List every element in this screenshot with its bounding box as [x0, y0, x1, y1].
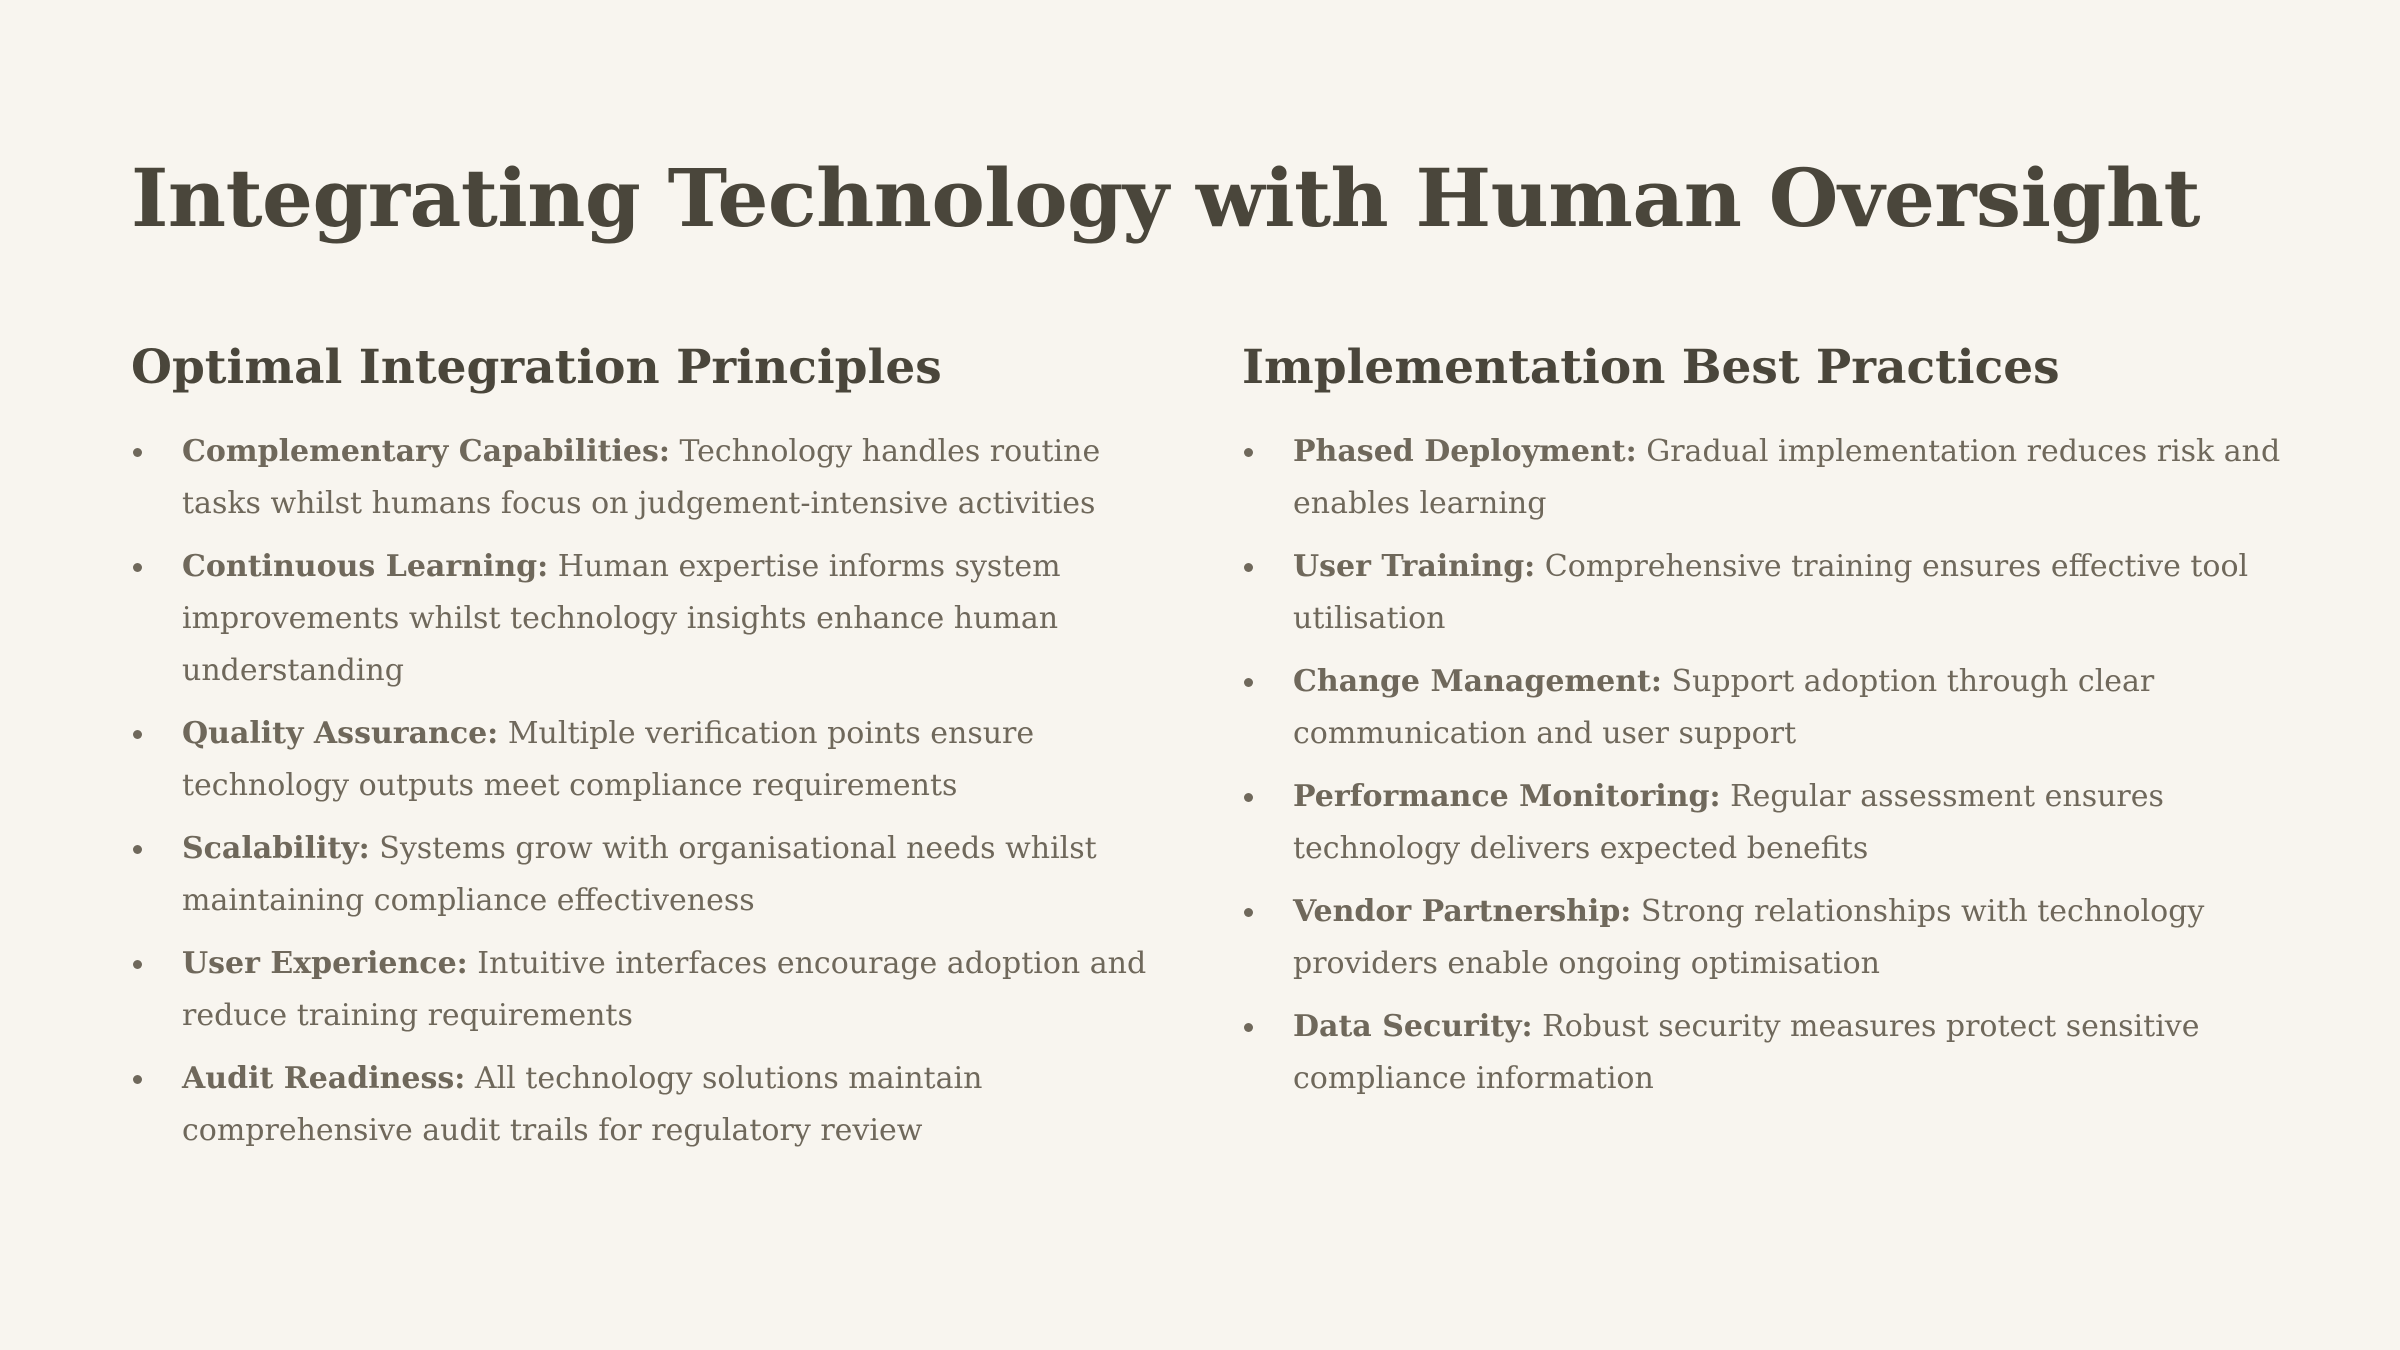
item-term: Continuous Learning: [182, 549, 549, 585]
list-item: Vendor Partnership: Strong relationships… [1242, 886, 2282, 990]
item-text: Technology handles routine tasks whilst … [182, 434, 1101, 522]
list-item: Performance Monitoring: Regular assessme… [1242, 771, 2282, 875]
list-item: Continuous Learning: Human expertise inf… [131, 541, 1171, 697]
item-term: Quality Assurance: [182, 716, 499, 752]
item-text: Intuitive interfaces encourage adoption … [182, 946, 1147, 1034]
item-text: Comprehensive training ensures effective… [1293, 549, 2249, 637]
best-practices-column: Implementation Best Practices Phased Dep… [1242, 340, 2282, 1116]
list-item: Change Management: Support adoption thro… [1242, 656, 2282, 760]
bullet-icon [133, 1075, 142, 1085]
item-term: Complementary Capabilities: [182, 434, 670, 470]
bullet-icon [1244, 1023, 1253, 1033]
bullet-icon [133, 448, 142, 458]
item-term: Data Security: [1293, 1009, 1533, 1045]
column-heading: Optimal Integration Principles [131, 340, 942, 395]
bullet-icon [133, 563, 142, 573]
bullet-icon [1244, 563, 1253, 573]
list-item: Audit Readiness: All technology solution… [131, 1053, 1171, 1157]
bullet-icon [1244, 908, 1253, 918]
item-text: Strong relationships with technology pro… [1293, 894, 2205, 982]
item-term: Change Management: [1293, 664, 1662, 700]
item-term: Vendor Partnership: [1293, 894, 1632, 930]
bullet-icon [1244, 678, 1253, 688]
list-item: User Training: Comprehensive training en… [1242, 541, 2282, 645]
list-item: Data Security: Robust security measures … [1242, 1001, 2282, 1105]
principles-list: Complementary Capabilities: Technology h… [131, 426, 1171, 1157]
item-term: User Experience: [182, 946, 468, 982]
bullet-icon [133, 845, 142, 855]
item-text: All technology solutions maintain compre… [182, 1061, 983, 1149]
column-heading: Implementation Best Practices [1242, 340, 2060, 395]
integration-principles-column: Optimal Integration Principles Complemen… [131, 340, 1171, 1168]
list-item: Quality Assurance: Multiple verification… [131, 708, 1171, 812]
item-text: Multiple verification points ensure tech… [182, 716, 1035, 804]
item-term: Audit Readiness: [182, 1061, 466, 1097]
bullet-icon [133, 960, 142, 970]
item-text: Human expertise informs system improveme… [182, 549, 1061, 689]
list-item: Scalability: Systems grow with organisat… [131, 823, 1171, 927]
item-term: Scalability: [182, 831, 370, 867]
item-term: Performance Monitoring: [1293, 779, 1721, 815]
item-text: Support adoption through clear communica… [1293, 664, 2155, 752]
list-item: Phased Deployment: Gradual implementatio… [1242, 426, 2282, 530]
list-item: Complementary Capabilities: Technology h… [131, 426, 1171, 530]
page-title: Integrating Technology with Human Oversi… [131, 151, 2201, 245]
bullet-icon [1244, 448, 1253, 458]
item-term: User Training: [1293, 549, 1536, 585]
list-item: User Experience: Intuitive interfaces en… [131, 938, 1171, 1042]
item-text: Gradual implementation reduces risk and … [1293, 434, 2281, 522]
bullet-icon [1244, 793, 1253, 803]
item-text: Systems grow with organisational needs w… [182, 831, 1097, 919]
item-text: Robust security measures protect sensiti… [1293, 1009, 2200, 1097]
item-text: Regular assessment ensures technology de… [1293, 779, 2164, 867]
practices-list: Phased Deployment: Gradual implementatio… [1242, 426, 2282, 1105]
bullet-icon [133, 730, 142, 740]
item-term: Phased Deployment: [1293, 434, 1637, 470]
